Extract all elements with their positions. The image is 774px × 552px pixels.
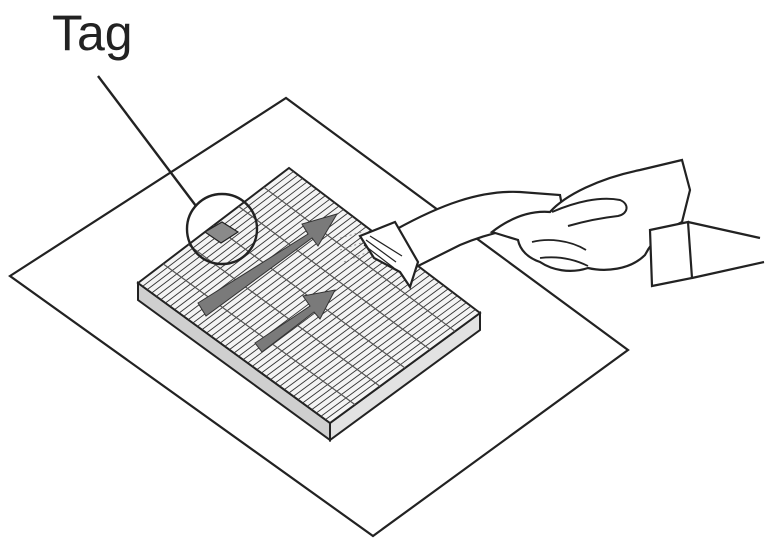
sleeve bbox=[687, 220, 765, 280]
filter-rib-line bbox=[162, 263, 356, 406]
filter-rib-line bbox=[263, 186, 456, 332]
sleeve-cuff bbox=[648, 220, 694, 288]
filter-rib-line bbox=[187, 244, 381, 387]
tag-label: Tag bbox=[52, 5, 133, 61]
thumb bbox=[551, 197, 628, 227]
filter-pleats bbox=[142, 171, 476, 421]
direction-arrow-lower bbox=[254, 289, 336, 353]
nozzle-bristles bbox=[363, 235, 403, 269]
tag-marker bbox=[203, 221, 240, 244]
hand-fingers bbox=[531, 239, 589, 267]
callout-circle bbox=[185, 192, 259, 266]
direction-arrow-upper bbox=[197, 213, 339, 317]
filter-rib-line bbox=[238, 205, 431, 351]
callout-leader-line bbox=[97, 75, 197, 207]
dust-marks bbox=[339, 231, 369, 263]
